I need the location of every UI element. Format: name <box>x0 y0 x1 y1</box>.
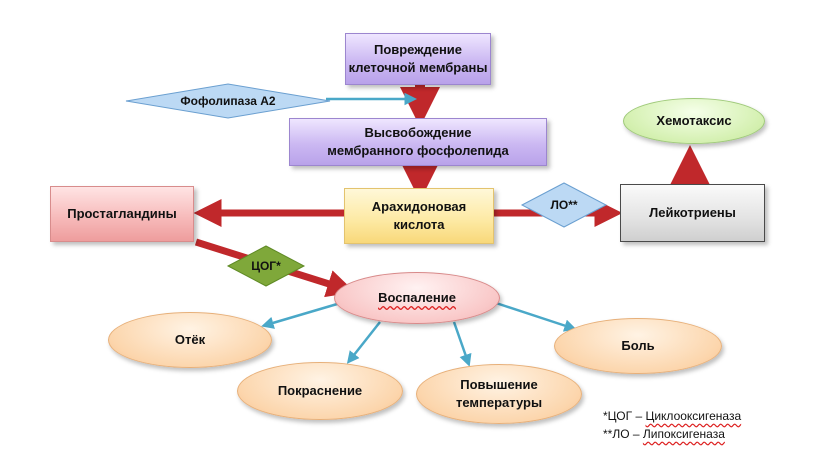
footnote-lo-mark: **ЛО <box>603 427 630 441</box>
membrane-damage-line1: Повреждение <box>373 42 463 58</box>
redness-label: Покраснение <box>277 383 363 399</box>
release-line2: мембранного фосфолепида <box>327 143 509 158</box>
prostaglandins-label: Простагландины <box>67 206 177 222</box>
fever-line1: Повышение <box>460 377 538 393</box>
chemotaxis-label: Хемотаксис <box>656 113 732 129</box>
membrane-damage-box: Повреждение клеточной мембраны <box>345 33 491 85</box>
membrane-damage-line2: клеточной мембраны <box>348 60 488 75</box>
leukotrienes-box: Лейкотриены <box>620 184 765 242</box>
footnote-cox-mark: *ЦОГ <box>603 409 633 423</box>
chemotaxis-ellipse: Хемотаксис <box>623 98 765 144</box>
footnote-cox-full: Циклооксигеназа <box>645 409 742 423</box>
arrow-inflammation-to-fever <box>452 321 472 367</box>
arachidonic-acid-label: Арахидоновая кислота <box>371 199 467 232</box>
arrow-inflammation-to-redness <box>346 321 381 364</box>
release-line1: Высвобождение <box>364 125 472 141</box>
phospholipid-release-box: Высвобождение мембранного фосфолепида <box>289 118 547 166</box>
fever-ellipse: Повышение температуры <box>416 364 582 424</box>
arrow-inflammation-to-edema <box>261 300 345 329</box>
footnote-lo-dash: – <box>629 427 643 441</box>
edema-ellipse: Отёк <box>108 312 272 368</box>
lo-diamond <box>520 182 608 228</box>
footnote-cox-dash: – <box>632 409 646 423</box>
cox-diamond <box>226 245 306 287</box>
footnote-lo-full: Липоксигеназа <box>642 427 725 441</box>
inflammation-label: Воспаление <box>378 290 456 306</box>
leukotrienes-label: Лейкотриены <box>649 205 736 221</box>
footnote-cox: *ЦОГ – Циклооксигеназа <box>603 409 741 423</box>
phospholipase-diamond <box>125 83 331 119</box>
inflammation-ellipse: Воспаление <box>334 272 500 324</box>
arachidonic-acid-box: Арахидоновая кислота <box>344 188 494 244</box>
pain-label: Боль <box>621 338 655 354</box>
prostaglandins-box: Простагландины <box>50 186 194 242</box>
pain-ellipse: Боль <box>554 318 722 374</box>
fever-line2: температуры <box>455 395 543 410</box>
footnote-lo: **ЛО – Липоксигеназа <box>603 427 725 441</box>
edema-label: Отёк <box>174 332 206 348</box>
redness-ellipse: Покраснение <box>237 362 403 420</box>
arrow-inflammation-to-pain <box>492 300 577 332</box>
